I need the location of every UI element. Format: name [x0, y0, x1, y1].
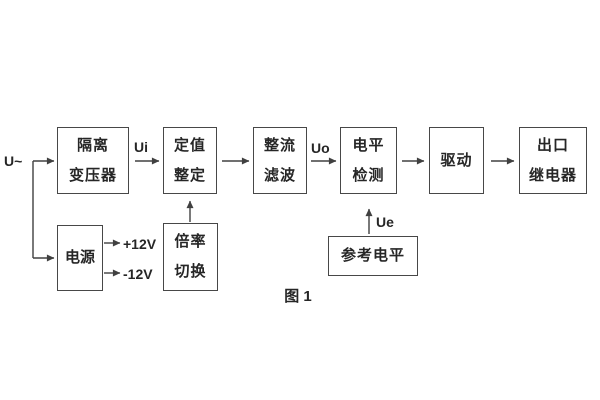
- block-label: 出口: [536, 136, 569, 154]
- block-label: 电源: [64, 249, 95, 266]
- block-rectifier-filter: 整流 滤波: [253, 127, 307, 194]
- block-label: 隔离: [76, 136, 109, 154]
- power-rail-label-minus12v: -12V: [123, 266, 153, 282]
- block-reference-level: 参考电平: [328, 236, 418, 276]
- block-label: 切换: [174, 263, 207, 280]
- block-label: 滤波: [263, 166, 296, 184]
- block-label: 电平: [352, 136, 385, 154]
- block-isolation-transformer: 隔离 变压器: [57, 127, 129, 194]
- block-label: 定值: [173, 136, 206, 154]
- block-level-detection: 电平 检测: [340, 127, 397, 194]
- block-ratio-switching: 倍率 切换: [163, 223, 218, 291]
- block-label: 检测: [352, 166, 385, 184]
- block-label: 整流: [263, 136, 296, 154]
- block-drive: 驱动: [429, 127, 484, 194]
- signal-label-uo: Uo: [311, 140, 330, 156]
- block-label: 参考电平: [340, 247, 405, 264]
- input-signal-label: U~: [4, 153, 23, 169]
- block-label: 驱动: [440, 151, 473, 169]
- block-label: 倍率: [174, 233, 207, 250]
- block-label: 变压器: [68, 166, 117, 184]
- block-label: 整定: [173, 166, 206, 184]
- figure-caption: 图 1: [284, 288, 312, 305]
- signal-label-ue: Ue: [376, 214, 394, 230]
- block-output-relay: 出口 继电器: [519, 127, 587, 194]
- signal-label-ui: Ui: [134, 139, 148, 155]
- block-label: 继电器: [528, 166, 577, 184]
- power-rail-label-plus12v: +12V: [123, 236, 157, 252]
- block-setting: 定值 整定: [163, 127, 217, 194]
- block-power-supply: 电源: [57, 225, 103, 291]
